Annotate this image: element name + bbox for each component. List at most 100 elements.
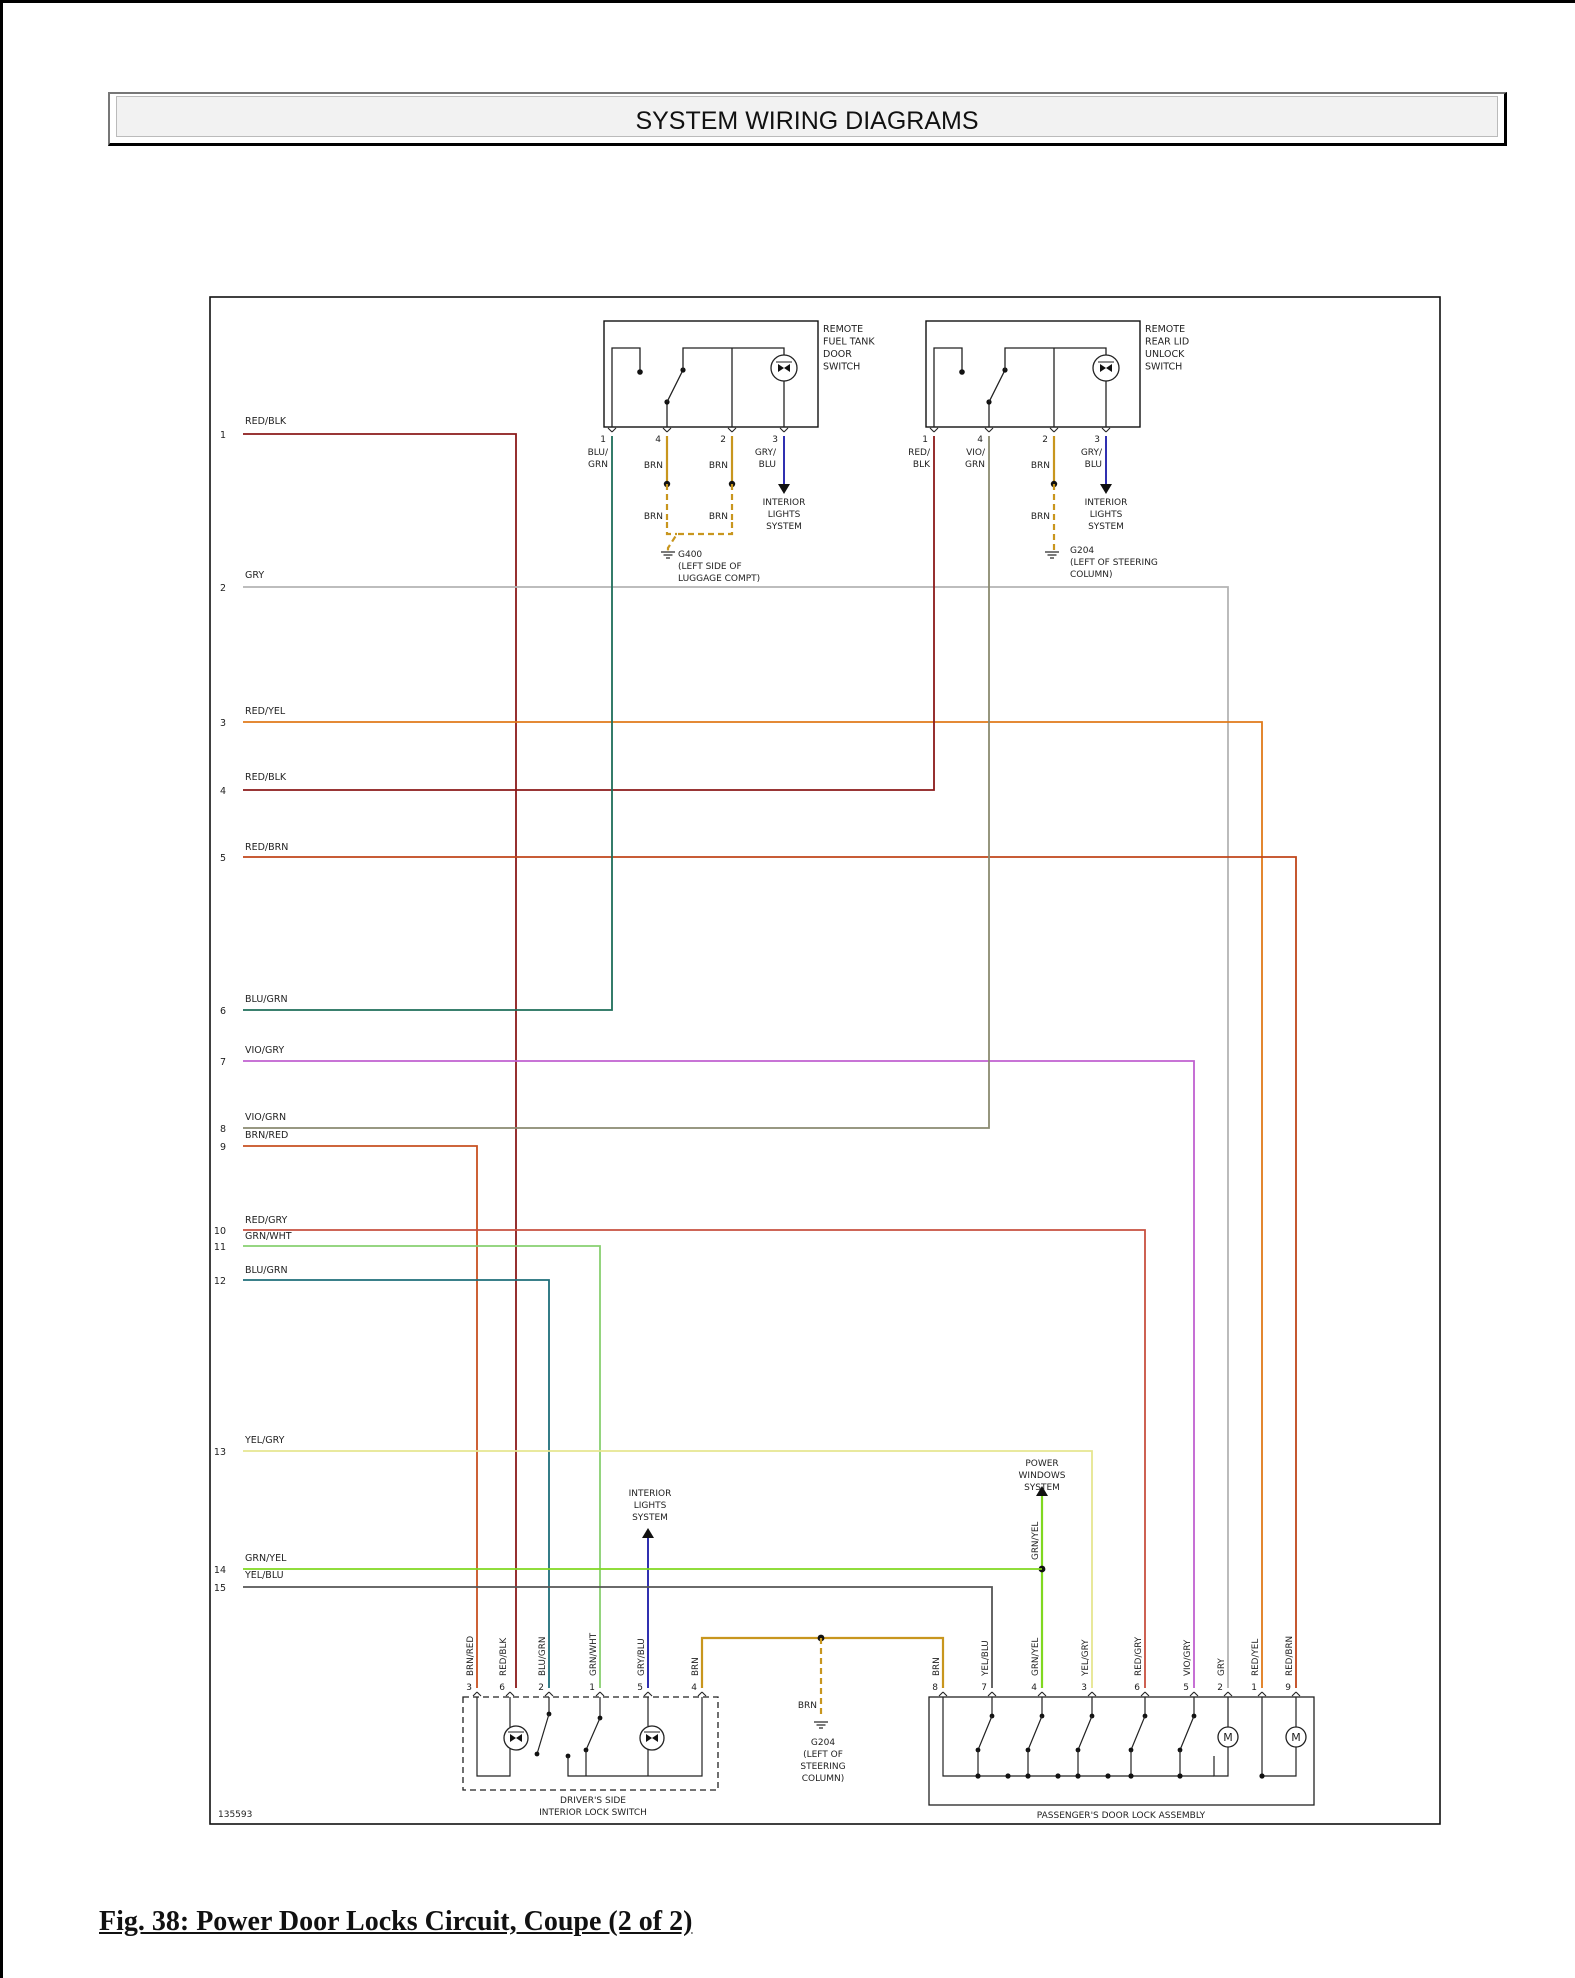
wire-label: GRN/YEL	[245, 1553, 287, 1564]
fuel-switch-box	[603, 320, 819, 428]
switch-blade	[666, 369, 684, 403]
passenger-internal	[1213, 1747, 1229, 1777]
driver-pin-label: BRN	[691, 1657, 701, 1676]
bus-dot	[1128, 1773, 1134, 1779]
lamp-icon	[778, 364, 784, 372]
switch-blade	[536, 1713, 550, 1755]
connector-mark	[991, 1691, 997, 1697]
motor-symbol: M	[1291, 1731, 1301, 1744]
wire-11	[243, 1245, 601, 1688]
g204-top-label: COLUMN)	[1070, 570, 1113, 580]
rear-pin1-label: BLK	[913, 460, 931, 470]
connector-mark	[1140, 1691, 1146, 1697]
wire-label: GRN/WHT	[245, 1231, 292, 1242]
passenger-pin-label: RED/BRN	[1285, 1636, 1295, 1676]
wire-number: 4	[220, 786, 226, 797]
passenger-pin-label: RED/GRY	[1134, 1636, 1144, 1676]
rear-pin4-label: VIO/	[966, 448, 986, 458]
fuel-switch-label: SWITCH	[823, 362, 860, 373]
bus-dot	[975, 1773, 981, 1779]
connector-mark	[1041, 1691, 1047, 1697]
connector-mark	[1037, 1691, 1043, 1697]
switch-blade	[1077, 1715, 1093, 1751]
bus-dot	[1055, 1773, 1061, 1779]
rear-switch-label: UNLOCK	[1145, 349, 1185, 360]
connector-mark	[1189, 1691, 1195, 1697]
wire-2	[243, 586, 1229, 1688]
connector-mark	[987, 1691, 993, 1697]
wire-number: 12	[214, 1276, 226, 1287]
passenger-assembly-box	[928, 1696, 1315, 1806]
connector-mark	[476, 1691, 482, 1697]
brn-wire	[700, 1636, 945, 1688]
interior-lights-label-bottom: SYSTEM	[632, 1513, 668, 1523]
driver-pin-label: GRN/WHT	[589, 1632, 599, 1676]
wire-label: RED/YEL	[245, 706, 286, 717]
diagram-frame	[209, 296, 1441, 1825]
wire-1	[243, 433, 517, 1688]
driver-pin-number: 5	[637, 1683, 643, 1693]
interior-lights-label: SYSTEM	[766, 522, 802, 532]
connector-mark	[1295, 1691, 1301, 1697]
passenger-internal	[942, 1697, 1214, 1777]
wire-13	[243, 1450, 1093, 1688]
driver-pin-number: 1	[589, 1683, 595, 1693]
rear-pin4-label: GRN	[965, 460, 985, 470]
wire-label: RED/BLK	[245, 772, 287, 783]
connector-mark	[544, 1691, 550, 1697]
driver-pin-number: 3	[466, 1683, 472, 1693]
arrow-up	[642, 1528, 654, 1538]
connector-mark	[988, 427, 994, 433]
wire-label: GRY	[245, 570, 264, 581]
pin-number: 1	[600, 435, 606, 445]
switch-contact	[534, 1751, 540, 1757]
motor-symbol: M	[1223, 1731, 1233, 1744]
interior-lights-label: LIGHTS	[1090, 510, 1123, 520]
passenger-assembly-label: PASSENGER'S DOOR LOCK ASSEMBLY	[1037, 1811, 1206, 1821]
wire-4	[243, 436, 935, 791]
driver-pin-number: 6	[499, 1683, 505, 1693]
wire-number: 11	[214, 1242, 226, 1253]
g204-top-label: (LEFT OF STEERING	[1070, 558, 1158, 568]
wire-number: 8	[220, 1124, 226, 1135]
wire-label: RED/BLK	[245, 416, 287, 427]
fuel-pin4-label: BRN	[644, 461, 663, 471]
g400-label: LUGGAGE COMPT)	[678, 574, 760, 584]
bus-dot	[1005, 1773, 1011, 1779]
lamp-icon	[652, 1734, 658, 1742]
connector-mark	[611, 427, 617, 433]
driver-switch-box	[462, 1696, 719, 1791]
fuel-switch-label: DOOR	[823, 349, 852, 360]
connector-mark	[727, 427, 733, 433]
connector-mark	[984, 427, 990, 433]
power-windows-wire-label: GRN/YEL	[1031, 1522, 1041, 1560]
driver-switch-label: DRIVER'S SIDE	[560, 1796, 626, 1806]
connector-mark	[697, 1691, 703, 1697]
wire-label: VIO/GRN	[245, 1112, 286, 1123]
connector-mark	[1049, 427, 1055, 433]
figure-caption: Fig. 38: Power Door Locks Circuit, Coupe…	[99, 1906, 693, 1937]
g204-bottom-label: (LEFT OF	[803, 1750, 843, 1760]
switch-contact	[959, 369, 965, 375]
g204-bottom-label: G204	[811, 1738, 835, 1748]
passenger-pin-label: GRN/YEL	[1031, 1638, 1041, 1676]
lamp-icon	[1106, 364, 1112, 372]
fuel-pin3-label: BLU	[759, 460, 776, 470]
header-inner: SYSTEM WIRING DIAGRAMS	[116, 96, 1498, 137]
lamp-icon	[1100, 364, 1106, 372]
pin-number: 1	[922, 435, 928, 445]
passenger-pin-number: 2	[1217, 1683, 1223, 1693]
wire-label: YEL/GRY	[244, 1435, 285, 1446]
power-windows-label: WINDOWS	[1019, 1471, 1066, 1481]
connector-mark	[647, 1691, 653, 1697]
connector-mark	[938, 1691, 944, 1697]
wire-3	[243, 721, 1263, 1688]
wire-number: 2	[220, 583, 226, 594]
connector-mark	[1193, 1691, 1199, 1697]
connector-mark	[1087, 1691, 1093, 1697]
wire-label: BRN/RED	[245, 1130, 288, 1141]
arrow-down	[1100, 484, 1112, 494]
rear-switch-label: REAR LID	[1145, 337, 1189, 348]
diagram-id: 135593	[218, 1810, 252, 1820]
interior-lights-label-bottom: INTERIOR	[629, 1489, 672, 1499]
